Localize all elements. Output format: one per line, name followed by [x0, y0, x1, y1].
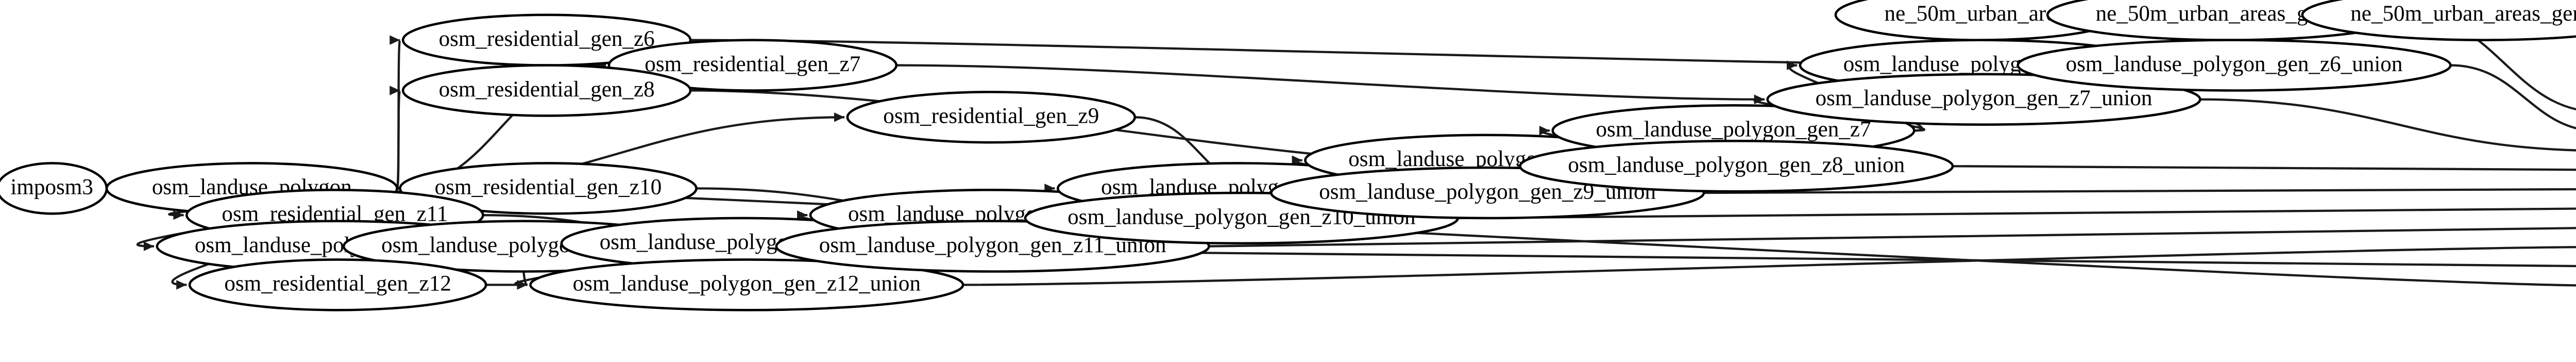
graph-node-osm_landuse_polygon_gen_z12_union[interactable]: osm_landuse_polygon_gen_z12_union: [529, 258, 964, 311]
node-ellipse: [1519, 140, 1954, 193]
node-ellipse: [607, 39, 898, 92]
graph-node-osm_residential_gen_z9[interactable]: osm_residential_gen_z9: [846, 91, 1137, 144]
graph-edge: [1953, 165, 2576, 171]
node-label: osm_residential_gen_z6: [439, 27, 655, 51]
node-ellipse: [2016, 39, 2452, 92]
node-label: osm_residential_gen_z7: [645, 52, 860, 76]
edge-path: [1209, 226, 2576, 248]
graph-edge: [389, 86, 401, 190]
edge-arrowhead: [797, 210, 808, 220]
edge-path: [2200, 98, 2576, 152]
graph-node-osm_residential_gen_z7[interactable]: osm_residential_gen_z7: [607, 39, 898, 92]
node-ellipse: [2301, 0, 2576, 41]
node-label: osm_residential_gen_z10: [435, 175, 662, 200]
edge-arrowhead: [173, 210, 184, 220]
edge-arrowhead: [834, 112, 845, 122]
node-ellipse: [529, 258, 964, 311]
node-ellipse: [188, 258, 487, 311]
node-label: imposm3: [10, 175, 93, 200]
node-label: ne_50m_urban_areas: [1885, 2, 2075, 26]
graph-node-ne_50m_urban_areas_gen_z4[interactable]: ne_50m_urban_areas_gen_z4: [2301, 0, 2576, 41]
graph-node-osm_landuse_polygon_gen_z9_union[interactable]: osm_landuse_polygon_gen_z9_union: [1270, 166, 1705, 220]
graph-edge: [963, 246, 2576, 286]
graph-edge: [1209, 226, 2576, 248]
graph-node-osm_residential_gen_z12[interactable]: osm_residential_gen_z12: [188, 258, 487, 311]
node-ellipse: [846, 91, 1137, 144]
edge-arrowhead: [176, 280, 187, 290]
graph-node-osm_residential_gen_z6[interactable]: osm_residential_gen_z6: [401, 13, 692, 67]
graph-edge: [2200, 98, 2576, 152]
edge-arrowhead: [1539, 125, 1550, 136]
edge-path: [1704, 188, 2576, 194]
node-label: osm_landuse_polygon_gen_z6_union: [2066, 52, 2403, 76]
graph-edge: [2450, 64, 2576, 129]
node-label: osm_landuse_polygon_gen_z7_union: [1816, 86, 2153, 110]
edge-path: [896, 64, 1765, 101]
graph-node-osm_landuse_polygon_gen_z6_union[interactable]: osm_landuse_polygon_gen_z6_union: [2016, 39, 2452, 92]
edge-path: [1953, 165, 2576, 171]
edge-arrowhead: [143, 241, 155, 251]
graph-node-osm_landuse_polygon_gen_z11_union[interactable]: osm_landuse_polygon_gen_z11_union: [775, 220, 1210, 273]
graph-node-osm_residential_gen_z8[interactable]: osm_residential_gen_z8: [401, 64, 692, 117]
node-label: ne_50m_urban_areas_gen_z4: [2350, 2, 2576, 26]
edge-arrowhead: [517, 280, 528, 290]
edge-arrowhead: [389, 35, 400, 45]
edge-path: [396, 89, 401, 190]
node-ellipse: [399, 162, 698, 215]
node-label: osm_landuse_polygon_gen_z7: [1596, 118, 1871, 142]
edge-arrowhead: [1754, 94, 1765, 104]
edge-path: [1458, 207, 2576, 220]
node-label: osm_landuse_polygon_gen_z8_union: [1568, 153, 1905, 177]
node-label: osm_residential_gen_z8: [439, 77, 655, 102]
node-label: osm_landuse_polygon_gen_z12_union: [573, 272, 921, 296]
graph-node-osm_residential_gen_z10[interactable]: osm_residential_gen_z10: [399, 162, 698, 215]
graph-node-imposm3[interactable]: imposm3: [0, 162, 108, 215]
graph-edge: [1704, 188, 2576, 194]
graph-node-osm_landuse_polygon_gen_z8_union[interactable]: osm_landuse_polygon_gen_z8_union: [1519, 140, 1954, 193]
node-label: osm_residential_gen_z9: [883, 104, 1099, 128]
edge-arrowhead: [389, 86, 400, 95]
node-label: osm_residential_gen_z12: [224, 272, 451, 296]
graph-edge: [1458, 207, 2576, 220]
node-ellipse: [401, 64, 692, 117]
edge-arrowhead: [1292, 155, 1302, 165]
graph-node-osm_landuse_polygon_gen_z7_union[interactable]: osm_landuse_polygon_gen_z7_union: [1766, 73, 2201, 126]
node-ellipse: [1766, 73, 2201, 126]
edge-path: [2450, 64, 2576, 129]
edge-path: [963, 246, 2576, 286]
